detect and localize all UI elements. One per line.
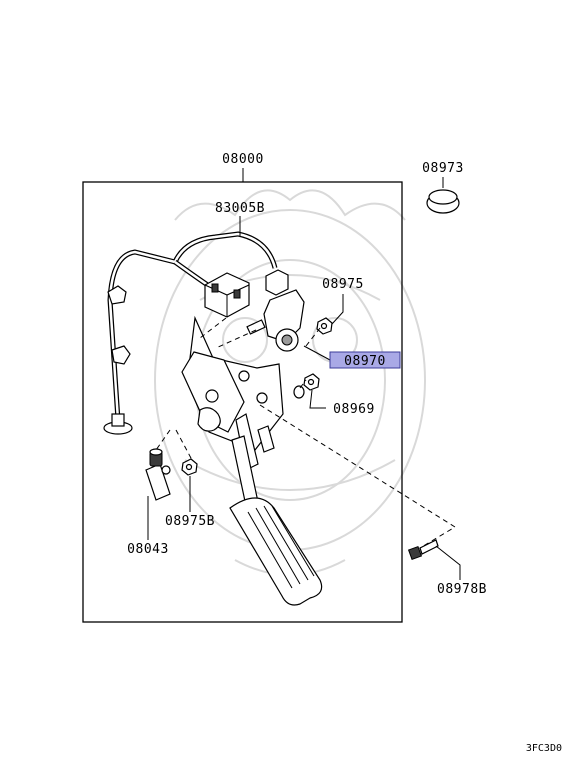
label-assembly[interactable]: 08000 [222,152,264,167]
pedal-bracket [181,315,284,471]
dash-sensor [215,329,257,349]
pedal-switch [145,448,171,501]
dash-nut-bottom [175,429,193,461]
sensor-connector [265,269,289,296]
cap-part [426,189,460,214]
dash-connector [199,317,227,339]
dash-switch [155,429,171,451]
label-sensor[interactable]: 08970 [344,354,386,369]
wire-harness [103,231,278,435]
dash-nut-top [305,327,321,347]
dash-bolt [259,404,456,549]
leader-bolt [435,545,461,580]
diagram-code: 3FC3D0 [526,743,562,754]
nut-bottom [181,458,198,476]
label-harness[interactable]: 83005B [215,201,265,216]
washer-nut-right [293,373,320,399]
leader-washer [309,389,326,409]
bolt-part [407,539,439,561]
label-nut-top[interactable]: 08975 [322,277,364,292]
label-washer[interactable]: 08969 [333,402,375,417]
harness-connector [204,272,250,318]
highlight-box [329,351,401,369]
label-nut-bottom[interactable]: 08975B [165,514,215,529]
dash-washer [299,379,307,389]
label-bolt[interactable]: 08978B [437,582,487,597]
throttle-position-sensor [246,289,305,352]
label-switch[interactable]: 08043 [127,542,169,557]
label-cap[interactable]: 08973 [422,161,464,176]
nut-top [316,317,333,335]
leader-nut-top [331,294,344,325]
leader-sensor [303,345,331,361]
pedal-pad [229,497,323,606]
